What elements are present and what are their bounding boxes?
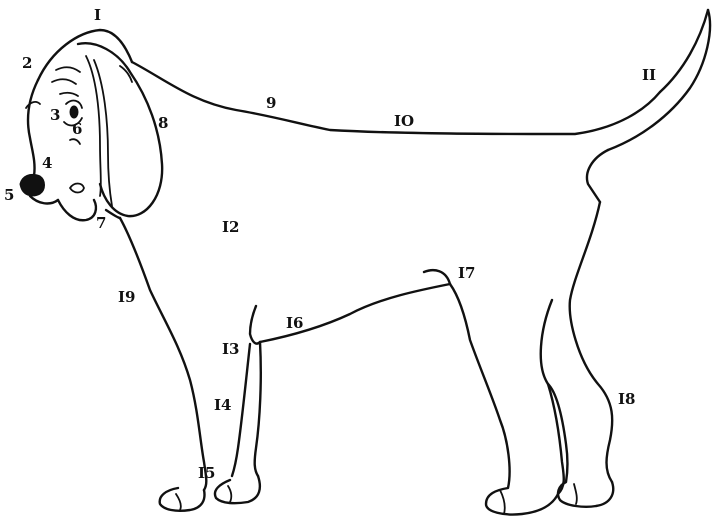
stifle-fold xyxy=(424,270,450,284)
neck-chest xyxy=(120,218,206,490)
belly-line xyxy=(260,284,450,342)
hind-paw-near-toe xyxy=(500,490,505,514)
label-10: IO xyxy=(394,112,414,130)
hind-paw-near xyxy=(450,284,558,515)
front-paw-far xyxy=(215,476,260,503)
head-wrinkle-1 xyxy=(56,67,80,72)
skull-outline xyxy=(38,30,132,80)
label-18: I8 xyxy=(618,390,635,408)
upper-lip xyxy=(30,196,58,203)
ear-fold-2 xyxy=(94,60,112,206)
front-leg-near-back xyxy=(255,342,261,476)
label-14: I4 xyxy=(214,396,231,414)
label-12: I2 xyxy=(222,218,239,236)
front-paw-far-toe xyxy=(228,486,231,502)
label-1: I xyxy=(94,6,101,24)
label-17: I7 xyxy=(458,264,475,282)
front-paw-near-toe xyxy=(176,494,181,510)
label-13: I3 xyxy=(222,340,239,358)
label-5: 5 xyxy=(4,186,14,204)
label-11: II xyxy=(642,66,656,84)
tail-upper xyxy=(660,10,708,92)
rump xyxy=(587,150,608,202)
label-8: 8 xyxy=(158,114,168,132)
label-7: 7 xyxy=(96,214,106,232)
label-3: 3 xyxy=(50,106,60,124)
hind-leg-near-back xyxy=(541,300,552,384)
label-16: I6 xyxy=(286,314,303,332)
label-6: 6 xyxy=(72,120,82,138)
cheek-spot xyxy=(70,184,84,193)
nose xyxy=(20,174,45,195)
tail-lower xyxy=(608,10,710,150)
front-paw-near xyxy=(160,488,205,511)
ear-fold-1 xyxy=(86,56,101,196)
front-leg-far xyxy=(232,344,250,476)
label-4: 4 xyxy=(42,154,52,172)
elbow xyxy=(250,306,260,344)
label-15: I5 xyxy=(198,464,215,482)
forehead-front xyxy=(28,80,38,176)
muzzle-flew xyxy=(58,200,96,220)
hind-paw-far xyxy=(548,384,613,507)
head-wrinkle-2 xyxy=(52,79,76,84)
label-9: 9 xyxy=(266,94,276,112)
hind-leg-far xyxy=(570,202,612,482)
face-wrinkle xyxy=(70,139,80,144)
label-2: 2 xyxy=(22,54,32,72)
head-wrinkle-3 xyxy=(60,93,78,96)
hind-paw-far-toe xyxy=(574,484,577,504)
eye xyxy=(70,106,78,118)
label-19: I9 xyxy=(118,288,135,306)
